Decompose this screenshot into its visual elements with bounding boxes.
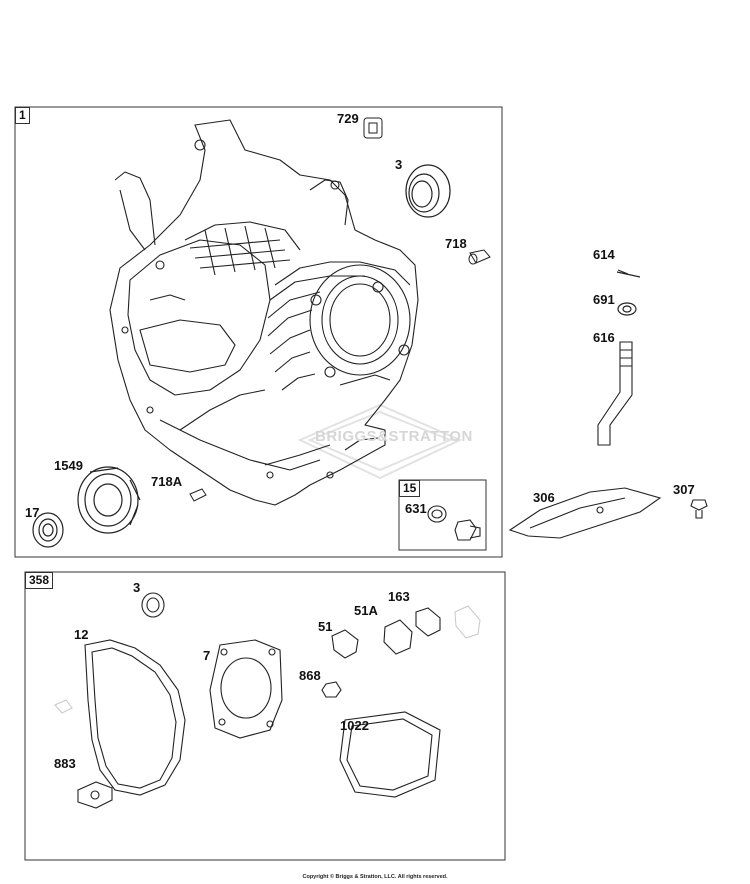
part-label-614[interactable]: 614	[593, 247, 615, 262]
gasket-set-shapes	[77, 592, 441, 809]
part-label-631[interactable]: 631	[405, 501, 427, 516]
group-frame-main	[14, 106, 503, 558]
crankcase-cylinder-block	[109, 119, 419, 506]
part-3-seal-shape	[405, 164, 451, 218]
part-616-shaft-shape	[597, 341, 633, 446]
part-718a-dowel-shape	[189, 488, 207, 502]
part-label-729[interactable]: 729	[337, 111, 359, 126]
gasket-label-7[interactable]: 7	[203, 648, 211, 663]
gasket-label-868[interactable]: 868	[299, 668, 321, 683]
part-729-shape	[363, 117, 383, 139]
part-307-bolt-shape	[690, 499, 708, 519]
plug-shape	[454, 519, 481, 541]
part-label-718[interactable]: 718	[445, 236, 467, 251]
part-614-pin-shape	[616, 269, 641, 278]
part-label-718a[interactable]: 718A	[151, 474, 183, 489]
part-label-306[interactable]: 306	[533, 490, 555, 505]
group-frame-plug-kit	[398, 479, 487, 551]
gasket-label-12[interactable]: 12	[74, 627, 89, 642]
part-631-washer-shape	[427, 505, 447, 523]
part-label-17[interactable]: 17	[25, 505, 40, 520]
group-label-main: 1	[15, 107, 30, 124]
part-17-bearing-shape	[32, 512, 64, 548]
copyright-notice: Copyright © Briggs & Stratton, LLC. All …	[302, 874, 448, 880]
gasket-label-51a[interactable]: 51A	[354, 603, 378, 618]
gasket-label-1022[interactable]: 1022	[340, 718, 369, 733]
part-label-691[interactable]: 691	[593, 292, 615, 307]
group-label-gasket-set: 358	[25, 572, 54, 589]
gasket-label-51[interactable]: 51	[318, 619, 333, 634]
gasket-label-163[interactable]: 163	[388, 589, 410, 604]
part-691-washer-shape	[617, 302, 637, 316]
group-label-plug-kit: 15	[399, 480, 421, 497]
gasket-label-883[interactable]: 883	[54, 756, 76, 771]
watermark-text: BRIGGS&STRATTON	[315, 428, 473, 445]
part-718-dowel-shape	[468, 249, 491, 265]
part-label-616[interactable]: 616	[593, 330, 615, 345]
part-label-307[interactable]: 307	[673, 482, 695, 497]
part-306-guard-shape	[508, 487, 662, 539]
watermark-logo	[297, 403, 463, 480]
part-label-1549[interactable]: 1549	[54, 458, 83, 473]
group-frame-gasket-set	[24, 571, 506, 861]
part-1549-bearing-shape	[77, 466, 141, 534]
gasket-set-faint-shapes	[54, 605, 481, 714]
gasket-label-3[interactable]: 3	[133, 580, 141, 595]
part-label-3[interactable]: 3	[395, 157, 403, 172]
